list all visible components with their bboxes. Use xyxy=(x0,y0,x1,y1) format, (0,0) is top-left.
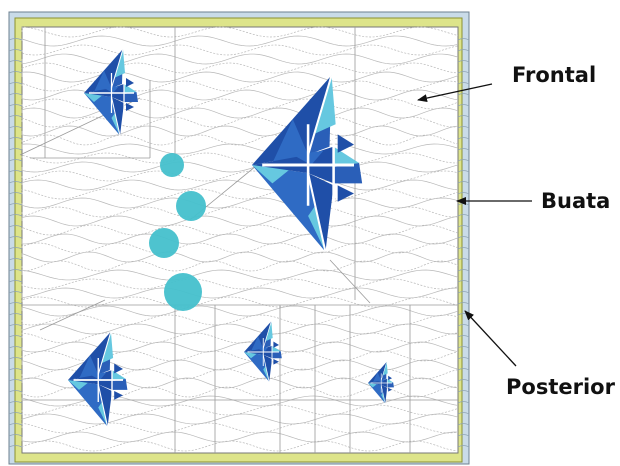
buata-label: Buata xyxy=(541,189,611,213)
quilting-stitches xyxy=(8,26,470,452)
bubble-icon xyxy=(149,228,179,258)
bubbles xyxy=(149,153,206,311)
posterior-arrow xyxy=(464,310,517,367)
bubble-icon xyxy=(176,191,206,221)
frontal-label: Frontal xyxy=(512,63,597,87)
bubble-icon xyxy=(160,153,184,177)
posterior-label: Posterior xyxy=(506,375,615,399)
bubble-icon xyxy=(164,273,202,311)
frontal-arrow xyxy=(417,83,493,103)
